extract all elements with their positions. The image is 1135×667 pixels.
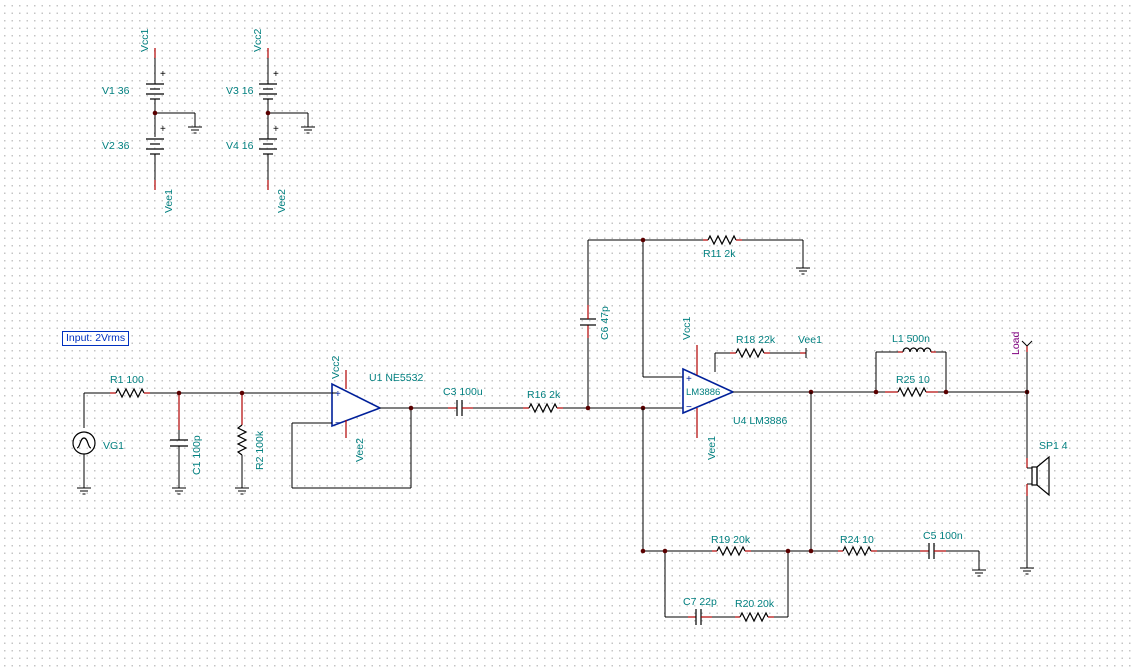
label-vee2-u1: Vee2 [354, 438, 366, 462]
label-l1: L1 500n [892, 333, 930, 345]
label-r24: R24 10 [840, 534, 874, 546]
component-labels: Vcc1 V1 36 V2 36 Vee1 Vcc2 V3 16 V4 16 V… [102, 28, 1068, 610]
input-note: Input: 2Vrms [62, 331, 130, 346]
label-v3: V3 16 [226, 85, 254, 97]
label-r25: R25 10 [896, 374, 930, 386]
label-r18: R18 22k [736, 334, 776, 346]
label-vcc2-u1: Vcc2 [330, 355, 342, 379]
label-v1: V1 36 [102, 85, 130, 97]
label-c3: C3 100u [443, 386, 483, 398]
label-r2: R2 100k [254, 430, 266, 470]
label-load: Load [1010, 331, 1022, 355]
svg-text:+: + [273, 124, 279, 135]
label-r20: R20 20k [735, 598, 775, 610]
label-u1: U1 NE5532 [369, 372, 423, 384]
supply-v1-v2: + + [146, 48, 196, 190]
label-r16: R16 2k [527, 389, 561, 401]
label-vcc1-top: Vcc1 [139, 28, 151, 52]
label-v2: V2 36 [102, 140, 130, 152]
label-r19: R19 20k [711, 534, 751, 546]
coupling-network [448, 239, 703, 416]
opamp-u1: + − [291, 370, 448, 489]
svg-text:+: + [160, 69, 166, 80]
label-vee1-r18: Vee1 [798, 334, 822, 346]
svg-text:+: + [335, 389, 341, 400]
svg-text:+: + [273, 69, 279, 80]
r11-network [640, 234, 804, 411]
label-vee1-u4: Vee1 [706, 436, 718, 460]
svg-text:−: − [686, 402, 692, 413]
output-network [808, 347, 1030, 398]
svg-text:+: + [686, 374, 692, 385]
label-sp1: SP1 4 [1039, 440, 1068, 452]
label-c1: C1 100p [191, 435, 203, 475]
ground-symbols [77, 126, 1034, 577]
label-vee1-left: Vee1 [163, 189, 175, 213]
input-network [72, 387, 337, 488]
label-c5: C5 100n [923, 530, 963, 542]
label-r11: R11 2k [703, 248, 736, 260]
label-vcc2-top: Vcc2 [252, 28, 264, 52]
label-vcc1-u4: Vcc1 [681, 316, 693, 340]
load-speaker [1021, 340, 1050, 568]
supply-v3-v4: + + [259, 48, 309, 190]
opamp-u4: + − [682, 345, 885, 438]
label-u4-body: LM3886 [686, 387, 720, 398]
label-vee2-top: Vee2 [276, 189, 288, 213]
label-vg1: VG1 [103, 440, 124, 452]
label-u4: U4 LM3886 [733, 415, 787, 427]
label-r1: R1 100 [110, 374, 144, 386]
svg-text:−: − [335, 418, 341, 429]
label-c6: C6 47p [599, 306, 611, 340]
label-c7: C7 22p [683, 596, 717, 608]
label-v4: V4 16 [226, 140, 254, 152]
feedback-network [640, 392, 980, 625]
svg-text:+: + [160, 124, 166, 135]
